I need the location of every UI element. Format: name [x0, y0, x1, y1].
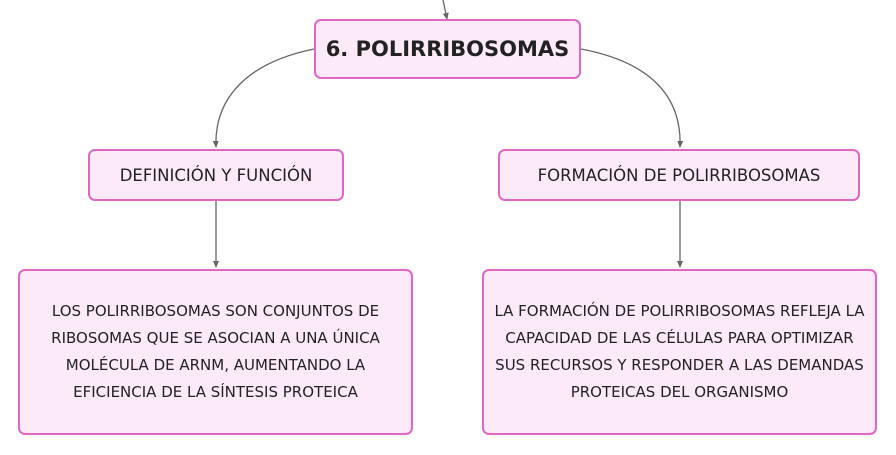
root-to-formacion-connector [580, 48, 684, 148]
branch-node-definicion[interactable]: DEFINICIÓN Y FUNCIÓN [88, 149, 344, 201]
detail-node-formacion[interactable]: LA FORMACIÓN DE POLIRRIBOSOMAS REFLEJA L… [482, 269, 877, 435]
root-node-label: 6. POLIRRIBOSOMAS [325, 37, 570, 61]
branch-node-definicion-label: DEFINICIÓN Y FUNCIÓN [119, 165, 313, 185]
root-to-definicion-connector [212, 48, 315, 148]
detail-node-definicion-text: LOS POLIRRIBOSOMAS SON CONJUNTOS DE RIBO… [51, 302, 380, 401]
incoming-connector [442, 0, 449, 20]
detail-node-formacion-text: LA FORMACIÓN DE POLIRRIBOSOMAS REFLEJA L… [494, 302, 865, 401]
branch-node-formacion[interactable]: FORMACIÓN DE POLIRRIBOSOMAS [498, 149, 860, 201]
branch-node-formacion-label: FORMACIÓN DE POLIRRIBOSOMAS [537, 165, 821, 185]
root-node[interactable]: 6. POLIRRIBOSOMAS [314, 19, 581, 79]
detail-node-definicion[interactable]: LOS POLIRRIBOSOMAS SON CONJUNTOS DE RIBO… [18, 269, 413, 435]
